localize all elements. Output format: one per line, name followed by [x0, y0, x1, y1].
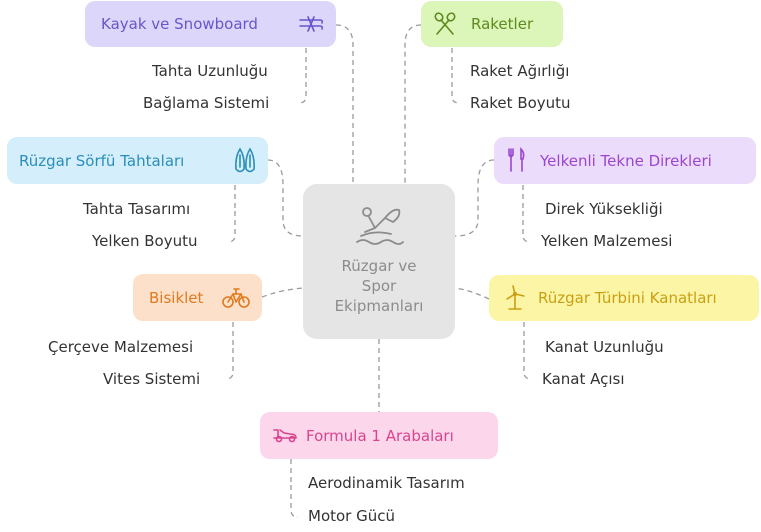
- node-ruzgar-sorfu-tahtalari: Rüzgar Sörfü Tahtaları: [7, 137, 268, 184]
- sub-item: Yelken Malzemesi: [541, 232, 673, 250]
- item-connector-bisiklet: [225, 322, 234, 380]
- bicycle-icon: [222, 288, 250, 308]
- node-label: Rüzgar Türbini Kanatları: [538, 289, 717, 307]
- sub-item: Kanat Açısı: [542, 370, 625, 388]
- item-connector-yelkenli: [522, 185, 531, 243]
- node-label: Raketler: [471, 15, 534, 33]
- sub-item: Motor Gücü: [308, 507, 395, 525]
- item-connector-ruzgar-sorfu: [227, 185, 236, 243]
- sub-item: Direk Yüksekliği: [545, 200, 663, 218]
- sub-item: Çerçeve Malzemesi: [48, 338, 194, 356]
- race-car-icon: [273, 429, 297, 443]
- crossed-rackets-icon: [434, 12, 456, 35]
- node-label: Yelkenli Tekne Direkleri: [540, 151, 712, 170]
- center-node: Rüzgar ve Spor Ekipmanları: [303, 184, 455, 339]
- sub-item: Vites Sistemi: [103, 370, 201, 388]
- node-raketler: Raketler: [421, 1, 563, 47]
- node-kayak-ve-snowboard: Kayak ve Snowboard: [85, 1, 336, 47]
- sub-item: Bağlama Sistemi: [143, 94, 270, 112]
- connector-turbin: [454, 287, 490, 300]
- connector-bisiklet: [261, 287, 304, 298]
- connector-raketler: [404, 24, 422, 184]
- item-connector-formula: [290, 459, 299, 518]
- node-label: Formula 1 Arabaları: [306, 426, 454, 445]
- sub-item: Raket Boyutu: [470, 94, 571, 112]
- connector-ruzgar-sorfu: [267, 159, 304, 237]
- sub-item: Tahta Uzunluğu: [152, 62, 268, 80]
- item-connector-raketler: [451, 48, 460, 104]
- sub-item: Tahta Tasarımı: [83, 200, 191, 218]
- node-label: Bisiklet: [149, 288, 204, 307]
- surfboards-icon: [235, 147, 255, 173]
- surfer-icon: [356, 207, 404, 245]
- connector-kayak: [335, 24, 354, 184]
- item-connector-kayak: [298, 48, 307, 104]
- skis-icon: [299, 16, 324, 32]
- sub-item: Aerodinamik Tasarım: [308, 474, 465, 492]
- node-ruzgar-turbini-kanatlari: Rüzgar Türbini Kanatları: [489, 275, 759, 321]
- sub-item: Yelken Boyutu: [92, 232, 198, 250]
- item-connector-turbin: [523, 322, 532, 380]
- sub-item: Kanat Uzunluğu: [545, 338, 664, 356]
- center-title: Rüzgar ve Spor Ekipmanları: [334, 257, 424, 315]
- node-formula-1-arabalari: Formula 1 Arabaları: [260, 412, 498, 459]
- node-label: Kayak ve Snowboard: [101, 15, 258, 33]
- connector-yelkenli: [454, 159, 495, 237]
- node-label: Rüzgar Sörfü Tahtaları: [19, 151, 185, 170]
- mast-icon: [508, 147, 525, 172]
- sub-item: Raket Ağırlığı: [470, 62, 570, 80]
- node-yelkenli-tekne-direkleri: Yelkenli Tekne Direkleri: [494, 137, 756, 184]
- wind-turbine-icon: [506, 285, 525, 310]
- node-bisiklet: Bisiklet: [133, 274, 262, 321]
